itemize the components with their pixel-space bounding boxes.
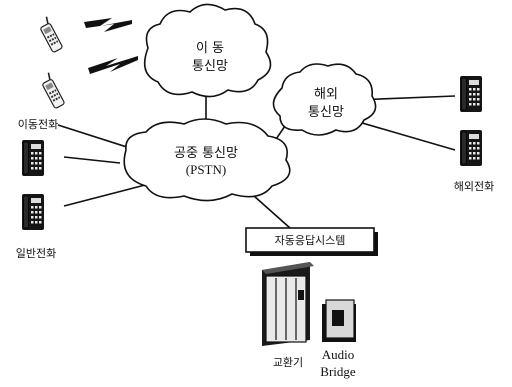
- overseas-phone-label: 해외전화: [454, 179, 494, 193]
- mobile-network-label-2: 통신망: [192, 59, 228, 74]
- overseas-network-label-1: 해외: [314, 87, 338, 102]
- pstn-network-cloud: [123, 118, 291, 202]
- mobile-phone-label: 이동전화: [18, 118, 58, 131]
- regular-phone-label: 일반전화: [16, 246, 56, 260]
- link-mobile-phone-pstn: [57, 124, 131, 149]
- mobile-network-label-1: 이 동: [196, 41, 224, 56]
- audio-bridge-label-1: Audio: [322, 347, 355, 362]
- pstn-network-label-2: (PSTN): [186, 162, 226, 177]
- exchange-label: 교환기: [273, 356, 303, 369]
- audio-bridge-box-icon: [322, 299, 356, 342]
- link-regular-phone-pstn: [63, 156, 121, 164]
- audio-bridge-label-2: Bridge: [320, 364, 356, 379]
- link-regular-phone2-pstn: [63, 184, 146, 207]
- pstn-network-label-1: 공중 통신망: [174, 146, 238, 161]
- ars-label: 자동응답시스템: [275, 234, 346, 247]
- exchange-cabinet-icon: [262, 262, 314, 346]
- overseas-network-label-2: 통신망: [308, 105, 344, 120]
- link-overseas-phone-bottom: [344, 117, 456, 151]
- ars-box: [245, 227, 375, 253]
- overseas-network-cloud: [272, 63, 377, 136]
- lightning-signal-icon: [84, 18, 138, 74]
- desk-phone-icon: [21, 139, 45, 231]
- mobile-network-cloud: [143, 3, 272, 98]
- mobile-phone-icon: [35, 15, 66, 110]
- desk-phone-icon: [459, 75, 483, 167]
